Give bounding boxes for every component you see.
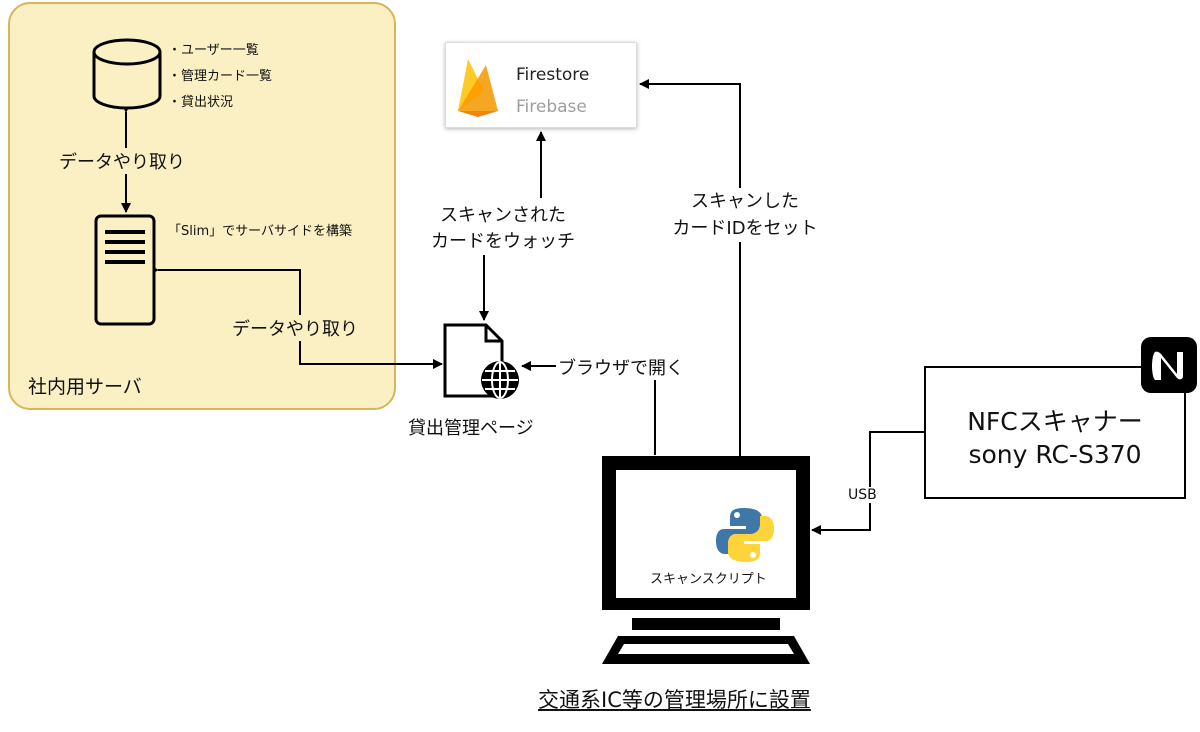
- firestore-card: Firestore Firebase: [445, 42, 637, 128]
- usb-arrow: [811, 431, 924, 535]
- web-page-icon: [443, 323, 519, 399]
- server-group-label: 社内用サーバ: [28, 376, 142, 398]
- computer-icon: [602, 456, 810, 664]
- server-note: 「Slim」でサーバサイドを構築: [168, 224, 353, 239]
- firebase-icon: [458, 59, 498, 117]
- watch-label: スキャンされた カードをウォッチ: [420, 203, 586, 255]
- watch-label-line2: カードをウォッチ: [431, 231, 575, 252]
- nfc-model: sony RC-S370: [968, 440, 1142, 469]
- firestore-subtitle: Firebase: [516, 97, 587, 117]
- watch-label-line1: スキャンされた: [440, 205, 566, 226]
- location-label: 交通系IC等の管理場所に設置: [538, 688, 811, 712]
- usb-label: USB: [846, 487, 879, 503]
- set-label: スキャンした カードIDをセット: [660, 188, 830, 242]
- database-icon: [92, 38, 162, 110]
- python-firestore-arrow: [639, 79, 741, 505]
- browser-open-label: ブラウザで開く: [556, 354, 686, 380]
- db-exchange-label: データやり取り: [57, 148, 187, 174]
- set-label-line2: カードIDをセット: [672, 218, 818, 239]
- nfc-title: NFCスキャナー: [967, 407, 1143, 436]
- set-label-line1: スキャンした: [691, 191, 799, 212]
- db-items: ・ユーザー一覧 ・管理カード一覧 ・貸出状況: [168, 38, 272, 116]
- firestore-title: Firestore: [516, 65, 590, 85]
- server-page-exchange-label: データやり取り: [230, 315, 360, 341]
- server-icon: [94, 214, 156, 326]
- db-item-users: ・ユーザー一覧: [168, 43, 259, 58]
- nfc-scanner-box: NFCスキャナー sony RC-S370: [924, 366, 1186, 499]
- nfc-icon: [1141, 337, 1197, 393]
- db-item-status: ・貸出状況: [168, 95, 234, 110]
- page-label: 貸出管理ページ: [408, 418, 534, 439]
- python-icon: [716, 508, 774, 562]
- db-item-cards: ・管理カード一覧: [168, 69, 273, 84]
- script-label: スキャンスクリプト: [650, 572, 767, 587]
